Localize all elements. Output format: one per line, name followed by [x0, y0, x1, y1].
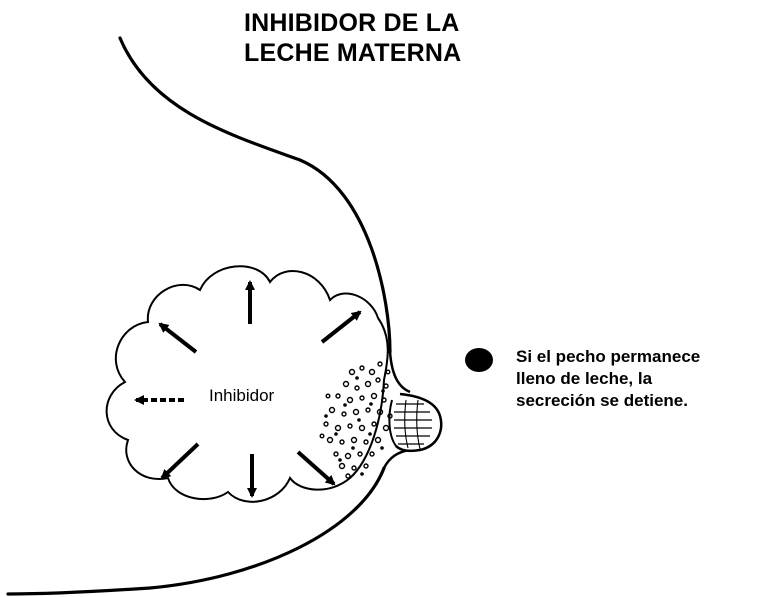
arrow-down-right: [296, 450, 336, 486]
bullet-dot-icon: [465, 348, 493, 372]
milk-dots: [319, 361, 393, 479]
arrow-up-left: [158, 322, 198, 354]
note-line-1: Si el pecho permanece: [516, 347, 701, 366]
diagram-title: INHIBIDOR DE LA LECHE MATERNA: [244, 8, 461, 68]
title-line-2: LECHE MATERNA: [244, 39, 462, 67]
inhibitor-label: Inhibidor: [209, 386, 275, 405]
note-line-2: lleno de leche, la: [516, 369, 653, 388]
alveolus-cloud: [105, 265, 389, 503]
milk-dots-solid: [324, 376, 385, 476]
arrow-down-left: [160, 442, 200, 480]
arrow-up-right: [320, 310, 362, 344]
breast-lower-outline: [6, 466, 386, 596]
nipple: [388, 392, 443, 453]
title-line-1: INHIBIDOR DE LA: [244, 9, 460, 37]
breast-outline: [118, 36, 392, 354]
explanation-note: Si el pecho permanece lleno de leche, la…: [516, 346, 700, 412]
note-line-3: secreción se detiene.: [516, 391, 688, 410]
